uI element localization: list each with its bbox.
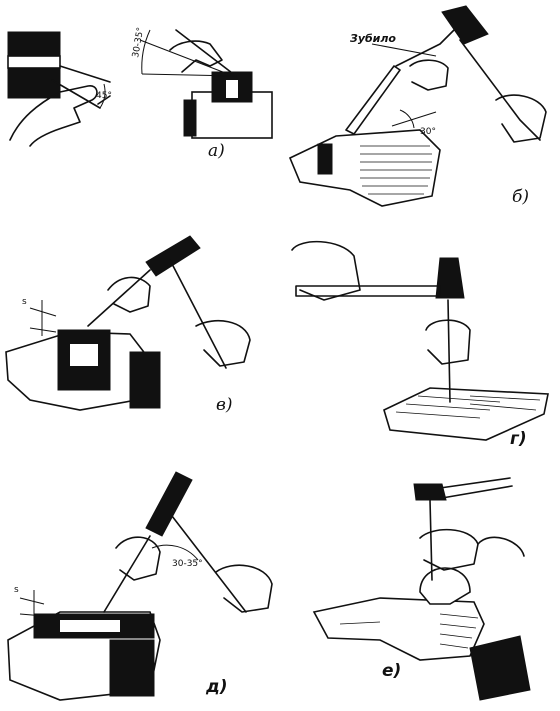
panel-v-illustration <box>5 235 251 411</box>
panel-d-angle-30-35: 30-35° <box>172 559 203 569</box>
panel-b-label: б) <box>512 187 529 207</box>
panel-b-workpiece-hatching <box>360 145 432 195</box>
panel-g-plate-hatching <box>395 395 541 419</box>
panel-g-illustration <box>291 240 549 441</box>
panel-a-label: а) <box>208 141 225 161</box>
panel-b-chisel-caption: Зубило <box>350 32 396 45</box>
panel-g-label: г) <box>510 429 527 449</box>
panel-v-dim-s: s <box>22 297 27 307</box>
panel-b-angle-30: 30° <box>420 127 436 137</box>
panel-e-anvil-hatching <box>339 613 479 649</box>
panel-v-label: в) <box>216 395 233 415</box>
panel-d-label: д) <box>205 677 228 697</box>
panel-e-label: е) <box>382 661 401 681</box>
panel-d-illustration <box>7 471 273 701</box>
panel-a-angle-30-35: 30-35° <box>131 27 146 59</box>
panel-e-illustration <box>312 477 531 701</box>
panel-d-dim-s: s <box>14 585 19 595</box>
panel-a-left-illustration <box>7 31 111 147</box>
panel-b-illustration <box>288 5 547 207</box>
panel-a-right-illustration <box>139 29 273 139</box>
panel-a-angle-45: 45° <box>96 91 112 101</box>
